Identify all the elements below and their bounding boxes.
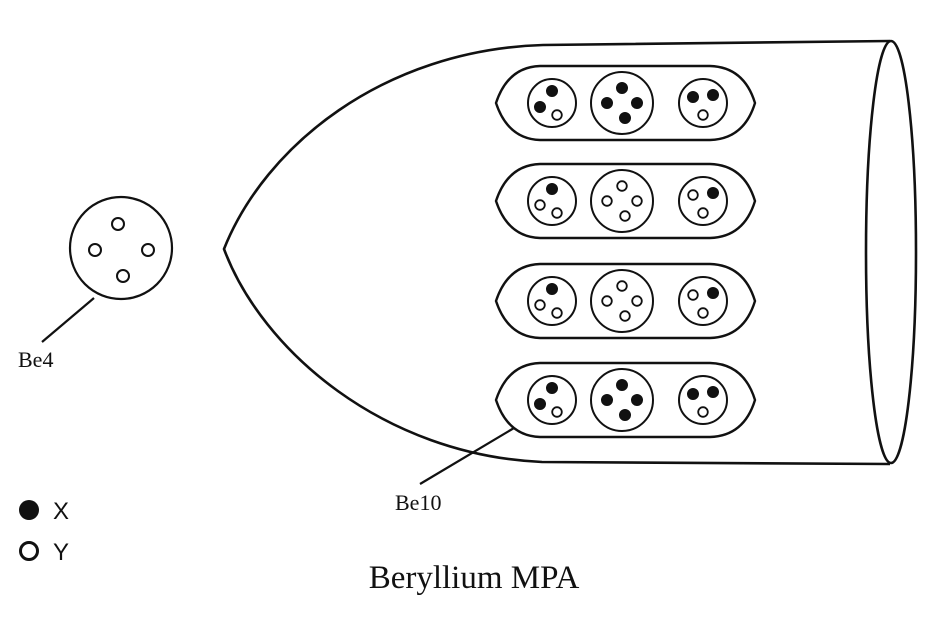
y-particle bbox=[551, 307, 563, 319]
x-particle bbox=[616, 379, 628, 391]
be10-capsules bbox=[494, 64, 757, 439]
y-particle bbox=[601, 195, 613, 207]
y-particle bbox=[631, 295, 643, 307]
y-particle bbox=[601, 295, 613, 307]
x-particle bbox=[707, 187, 719, 199]
cluster-outline bbox=[590, 368, 654, 432]
y-particle bbox=[697, 307, 709, 319]
x-particle bbox=[707, 386, 719, 398]
y-particle bbox=[616, 180, 628, 192]
y-particle bbox=[551, 207, 563, 219]
be10-capsule bbox=[494, 64, 757, 142]
x-particle bbox=[687, 91, 699, 103]
be10-capsule bbox=[494, 361, 757, 439]
x-particle bbox=[601, 97, 613, 109]
x-particle bbox=[534, 398, 546, 410]
be10-label: Be10 bbox=[395, 490, 441, 515]
y-particle bbox=[631, 195, 643, 207]
y-particle bbox=[687, 189, 699, 201]
be4-y-particle bbox=[111, 217, 125, 231]
legend-label-y: Y bbox=[53, 539, 69, 566]
x-particle bbox=[546, 85, 558, 97]
be10-leader-line bbox=[419, 427, 515, 485]
y-particle bbox=[551, 109, 563, 121]
nucleus-end-cap bbox=[864, 39, 918, 465]
be10-nucleus-shape bbox=[222, 39, 918, 466]
x-particle bbox=[616, 82, 628, 94]
be4-leader-line bbox=[41, 297, 95, 343]
x-particle bbox=[687, 388, 699, 400]
x-particle bbox=[707, 287, 719, 299]
be4-cluster: Be4 bbox=[18, 195, 174, 372]
y-particle bbox=[619, 210, 631, 222]
y-particle bbox=[616, 280, 628, 292]
cluster-outline bbox=[590, 71, 654, 135]
legend-item-y: Y bbox=[19, 539, 69, 566]
cluster-outline bbox=[590, 269, 654, 333]
be4-y-particle bbox=[116, 269, 130, 283]
x-particle bbox=[534, 101, 546, 113]
y-particle bbox=[687, 289, 699, 301]
legend-label-x: X bbox=[53, 498, 69, 525]
legend-item-x: X bbox=[19, 498, 69, 525]
cluster-outline bbox=[527, 176, 577, 226]
y-particle bbox=[534, 299, 546, 311]
cluster-outline bbox=[527, 78, 577, 128]
cluster-outline bbox=[527, 375, 577, 425]
cluster-outline bbox=[590, 169, 654, 233]
be10-capsule bbox=[494, 262, 757, 340]
y-particle bbox=[697, 207, 709, 219]
filled-circle-icon bbox=[19, 500, 39, 520]
x-particle bbox=[546, 183, 558, 195]
x-particle bbox=[546, 382, 558, 394]
cluster-outline bbox=[527, 276, 577, 326]
x-particle bbox=[601, 394, 613, 406]
x-particle bbox=[707, 89, 719, 101]
x-particle bbox=[619, 112, 631, 124]
x-particle bbox=[631, 394, 643, 406]
x-particle bbox=[546, 283, 558, 295]
be10-capsule bbox=[494, 162, 757, 240]
x-particle bbox=[619, 409, 631, 421]
be4-y-particle bbox=[141, 243, 155, 257]
diagram-title: Beryllium MPA bbox=[369, 560, 580, 596]
legend: X Y bbox=[19, 498, 69, 566]
y-particle bbox=[551, 406, 563, 418]
nucleus-outline bbox=[222, 39, 891, 466]
y-particle bbox=[697, 406, 709, 418]
x-particle bbox=[631, 97, 643, 109]
y-particle bbox=[619, 310, 631, 322]
be4-y-particle bbox=[88, 243, 102, 257]
y-particle bbox=[697, 109, 709, 121]
open-circle-icon bbox=[19, 541, 39, 561]
be4-label: Be4 bbox=[18, 347, 53, 372]
be4-outline bbox=[68, 195, 174, 301]
y-particle bbox=[534, 199, 546, 211]
